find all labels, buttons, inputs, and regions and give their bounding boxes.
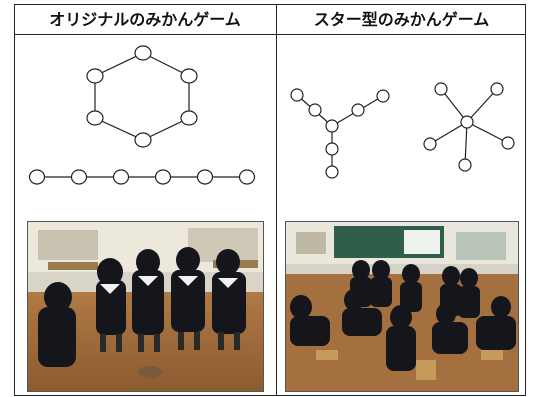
star1-node bbox=[290, 88, 304, 102]
hex-node bbox=[134, 45, 152, 61]
star1-node bbox=[376, 89, 390, 103]
star1-node bbox=[351, 103, 365, 117]
star2-node bbox=[458, 158, 472, 172]
chain-node bbox=[70, 169, 88, 185]
hex-node bbox=[134, 132, 152, 148]
star2-node bbox=[434, 82, 448, 96]
column-divider bbox=[276, 4, 277, 396]
hex-node bbox=[180, 68, 198, 84]
hex-node bbox=[86, 68, 104, 84]
star2-node bbox=[423, 137, 437, 151]
chain-node bbox=[196, 169, 214, 185]
chain-node bbox=[112, 169, 130, 185]
star2-node bbox=[460, 115, 474, 129]
star1-node bbox=[325, 142, 339, 156]
header-star: スター型のみかんゲーム bbox=[313, 10, 490, 29]
hex-node bbox=[180, 110, 198, 126]
chain-node bbox=[238, 169, 256, 185]
star1-node bbox=[325, 119, 339, 133]
photo-star-game bbox=[285, 221, 519, 392]
hex-node bbox=[86, 110, 104, 126]
photo-original-game bbox=[27, 221, 264, 392]
star2-node bbox=[501, 136, 515, 150]
star1-node bbox=[308, 103, 322, 117]
header-original: オリジナルのみかんゲーム bbox=[49, 10, 241, 29]
table-frame bbox=[14, 4, 526, 396]
star1-node bbox=[325, 165, 339, 179]
chain-node bbox=[154, 169, 172, 185]
star2-node bbox=[490, 82, 504, 96]
header-divider bbox=[14, 34, 526, 35]
chain-node bbox=[28, 169, 46, 185]
